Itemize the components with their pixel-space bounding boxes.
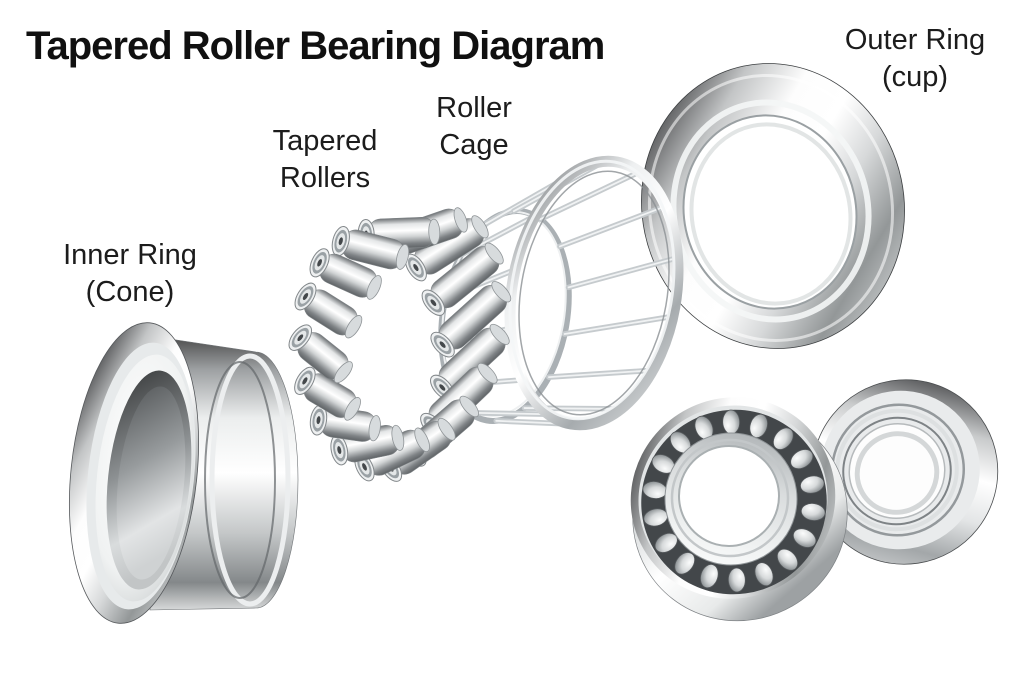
bearing-roller	[722, 409, 741, 435]
tapered-roller	[430, 281, 512, 358]
label-tapered-rollers: Tapered Rollers	[230, 123, 420, 197]
roller-end-dimple	[337, 446, 342, 455]
cage-bar-highlight	[563, 315, 674, 335]
roller-far-end	[414, 427, 430, 452]
tapered-roller	[309, 404, 381, 442]
roller-far-end	[344, 397, 361, 421]
roller-far-end	[453, 207, 468, 233]
roller-end-dimple	[302, 377, 308, 385]
assembled-bearing-graphic	[630, 397, 848, 622]
label-tapered-rollers-line2: Rollers	[279, 162, 371, 194]
bearing-roller	[792, 528, 817, 548]
inner-ring-cone-graphic	[68, 322, 299, 624]
cage-bar-highlight	[468, 411, 550, 416]
roller-far-end	[437, 417, 456, 441]
bearing-roller	[754, 562, 774, 587]
roller-end-dimple	[413, 263, 419, 272]
cage-bar-highlight	[567, 256, 679, 289]
roller-far-end	[428, 218, 441, 246]
tapered-roller	[421, 242, 504, 316]
label-roller-cage-line1: Roller	[436, 92, 512, 124]
roller-far-end	[489, 323, 510, 345]
cage-bar-highlight	[548, 369, 654, 378]
tapered-roller	[294, 282, 363, 339]
roller-far-end	[491, 281, 512, 303]
roller-end-dimple	[439, 341, 446, 348]
roller-far-end	[368, 415, 381, 442]
page-title: Tapered Roller Bearing Diagram	[26, 24, 605, 68]
label-roller-cage: Roller Cage	[379, 90, 569, 164]
roller-far-end	[333, 361, 353, 384]
roller-end-dimple	[439, 384, 446, 391]
label-tapered-rollers-line1: Tapered	[272, 125, 378, 157]
roller-far-end	[366, 275, 382, 300]
bearing-roller	[772, 427, 794, 450]
bearing-roller	[700, 563, 719, 589]
bearing-roller	[790, 449, 814, 470]
bearing-roller	[800, 475, 825, 494]
tapered-roller	[288, 324, 353, 384]
outer-ring-cup-graphic	[641, 63, 905, 349]
roller-far-end	[344, 315, 363, 339]
label-outer-ring-line1: Outer Ring	[844, 24, 986, 56]
bearing-roller	[727, 567, 746, 593]
label-inner-ring-line2: (Cone)	[85, 276, 175, 308]
roller-far-end	[484, 242, 504, 265]
roller-end-dimple	[362, 463, 367, 471]
roller-end-dimple	[302, 292, 309, 301]
label-inner-ring: Inner Ring (Cone)	[30, 237, 230, 311]
roller-far-end	[395, 244, 410, 270]
roller-far-end	[477, 362, 498, 384]
tapered-roller	[294, 366, 361, 421]
bearing-roller	[776, 548, 799, 571]
tapered-roller	[309, 248, 382, 300]
roller-far-end	[471, 215, 489, 239]
roller-far-end	[459, 395, 479, 418]
bearing-roller	[674, 552, 696, 575]
bearing-roller	[800, 503, 826, 521]
label-outer-ring-line2: (cup)	[881, 61, 949, 93]
cage-bar-highlight	[558, 205, 667, 248]
cage-bar-highlight	[539, 170, 641, 221]
roller-end-dimple	[297, 334, 304, 342]
roller-end-dimple	[430, 299, 437, 307]
label-roller-cage-line2: Cage	[439, 129, 509, 161]
roller-end-dimple	[317, 259, 322, 267]
assembled-bearing-rear-graphic	[811, 379, 999, 565]
label-outer-ring: Outer Ring (cup)	[810, 22, 1020, 96]
tapered-rollers-graphic	[288, 207, 512, 482]
label-inner-ring-line1: Inner Ring	[63, 239, 197, 271]
tapered-roller	[404, 215, 489, 282]
roller-far-end	[391, 424, 405, 451]
roller-end-dimple	[316, 416, 321, 425]
roller-end-dimple	[338, 237, 343, 246]
